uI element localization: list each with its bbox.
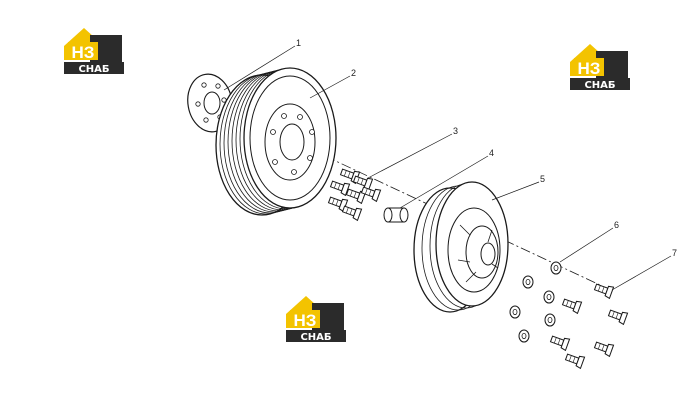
callout-4: 4	[399, 148, 494, 209]
logo-text: СНАБ	[78, 64, 109, 75]
callout-number: 7	[672, 248, 677, 258]
logo-text: СНАБ	[300, 332, 331, 343]
crankshaft-pulley	[215, 67, 337, 216]
logo-text: СНАБ	[584, 80, 615, 91]
damper-pulley	[413, 181, 509, 313]
callout-number: 6	[614, 220, 619, 230]
logo-mark: НЗ	[578, 59, 601, 78]
logo-center: НЗ СНАБ	[286, 296, 346, 343]
logo-top-left: НЗ СНАБ	[64, 28, 124, 75]
logo-mark: НЗ	[294, 311, 317, 330]
callout-number: 5	[540, 174, 545, 184]
callout-number: 2	[351, 68, 356, 78]
logo-top-right: НЗ СНАБ	[570, 44, 630, 91]
bolt-set-upper	[326, 165, 382, 221]
callout-2: 2	[309, 68, 356, 99]
washer-set	[509, 261, 562, 343]
logo-mark: НЗ	[72, 43, 95, 62]
callout-number: 3	[453, 126, 458, 136]
callout-5: 5	[491, 174, 545, 201]
callout-7: 7	[611, 248, 677, 291]
callout-6: 6	[559, 220, 619, 263]
callout-number: 4	[489, 148, 494, 158]
callout-number: 1	[296, 38, 301, 48]
callout-1: 1	[223, 38, 301, 91]
bolt-set-lower	[548, 280, 629, 369]
callout-3: 3	[367, 126, 458, 179]
bushing	[383, 207, 409, 223]
